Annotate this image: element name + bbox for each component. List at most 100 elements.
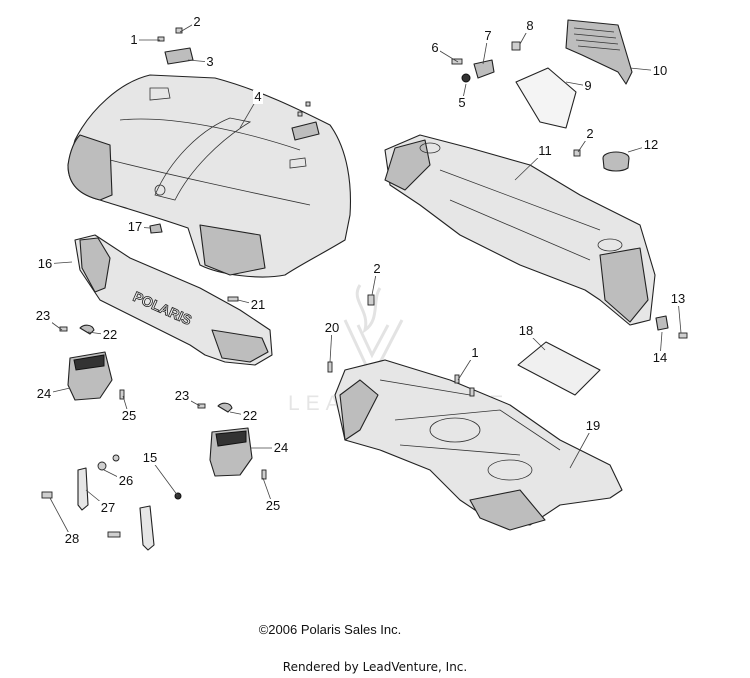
callout-number: 25 xyxy=(122,408,136,423)
callout-number: 6 xyxy=(431,40,438,55)
callout-number: 19 xyxy=(586,418,600,433)
callout-label-bg xyxy=(101,328,119,342)
callout-label-bg xyxy=(141,451,159,465)
callout-23: 23 xyxy=(173,388,201,407)
callout-4: 4 xyxy=(239,89,263,129)
bolt-part-28 xyxy=(41,491,121,538)
callout-5: 5 xyxy=(457,83,467,110)
callout-label-bg xyxy=(642,138,660,152)
nut-part-5 xyxy=(461,73,471,83)
rendered-by-notice: Rendered by LeadVenture, Inc. xyxy=(282,660,468,674)
callout-label-bg xyxy=(272,441,290,455)
bracket-part-7 xyxy=(473,59,495,79)
callout-number: 28 xyxy=(65,531,79,546)
grommet-part-14 xyxy=(655,315,669,331)
callout-2: 2 xyxy=(371,261,382,296)
screw-part-25b xyxy=(261,469,267,480)
callout-24: 24 xyxy=(35,386,71,401)
washer-part-26 xyxy=(97,461,107,471)
callout-label-bg xyxy=(126,220,144,234)
callout-number: 25 xyxy=(266,498,280,513)
callout-7: 7 xyxy=(482,28,493,65)
clip-part-22 xyxy=(79,324,95,335)
callout-label-bg xyxy=(99,501,117,515)
headlight-part-24 xyxy=(67,351,253,477)
screw-part-23b xyxy=(197,403,206,409)
screw-part-2c xyxy=(367,294,375,306)
callout-1: 1 xyxy=(129,32,160,47)
callout-label-bg xyxy=(173,389,191,403)
callout-number: 21 xyxy=(251,297,265,312)
callout-15: 15 xyxy=(141,450,179,497)
callout-label-bg xyxy=(253,90,263,104)
callout-number: 23 xyxy=(36,308,50,323)
callout-number: 27 xyxy=(101,500,115,515)
callout-label-bg xyxy=(249,298,267,312)
callout-number: 9 xyxy=(584,78,591,93)
callout-label-bg xyxy=(430,41,440,55)
callout-27: 27 xyxy=(85,489,117,515)
callout-label-bg xyxy=(585,127,595,141)
screw-part-2b xyxy=(573,149,581,157)
callout-label-bg xyxy=(35,387,53,401)
callout-label-bg xyxy=(117,474,135,488)
callout-number: 20 xyxy=(325,320,339,335)
callout-25: 25 xyxy=(120,395,138,423)
callout-number: 16 xyxy=(38,256,52,271)
callout-14: 14 xyxy=(651,331,669,365)
callout-number: 13 xyxy=(671,291,685,306)
callout-label-bg xyxy=(323,321,341,335)
clip-part-22b xyxy=(217,402,233,413)
front-fascia-part-16: POLARIS xyxy=(74,234,273,366)
callout-1: 1 xyxy=(457,345,480,381)
callout-label-bg xyxy=(120,409,138,423)
callout-label-bg xyxy=(651,64,669,78)
callout-label-bg xyxy=(669,292,687,306)
gasket-part-9 xyxy=(515,67,577,129)
callout-number: 8 xyxy=(526,18,533,33)
callout-2: 2 xyxy=(577,126,595,153)
vent-cover-part-10 xyxy=(565,19,633,85)
callout-label-bg xyxy=(470,346,480,360)
screw-part-21 xyxy=(227,296,239,302)
callout-28: 28 xyxy=(49,497,81,546)
callout-label-bg xyxy=(372,262,382,276)
callout-12: 12 xyxy=(627,137,660,153)
callout-number: 3 xyxy=(206,54,213,69)
callout-label-bg xyxy=(583,79,593,93)
screw-part-25 xyxy=(119,389,125,400)
hood-part-4 xyxy=(67,74,351,278)
callout-number: 15 xyxy=(143,450,157,465)
callout-number: 14 xyxy=(653,350,667,365)
callout-9: 9 xyxy=(565,78,593,93)
callout-20: 20 xyxy=(323,320,341,363)
callout-number: 2 xyxy=(193,14,200,29)
callout-number: 2 xyxy=(586,126,593,141)
callout-label-bg xyxy=(517,324,535,338)
callout-number: 7 xyxy=(484,28,491,43)
cap-part-12 xyxy=(602,151,630,172)
callout-number: 1 xyxy=(471,345,478,360)
callout-label-bg xyxy=(241,409,259,423)
callout-22: 22 xyxy=(87,327,119,342)
callout-number: 22 xyxy=(243,408,257,423)
callout-label-bg xyxy=(63,532,81,546)
callout-number: 1 xyxy=(130,32,137,47)
callout-11: 11 xyxy=(514,143,554,181)
clip-part-17 xyxy=(149,223,163,234)
callout-label-bg xyxy=(584,419,602,433)
callout-number: 5 xyxy=(458,95,465,110)
callout-17: 17 xyxy=(126,219,151,234)
callout-21: 21 xyxy=(237,297,267,312)
callout-number: 23 xyxy=(175,388,189,403)
screw-part-8 xyxy=(511,41,521,51)
callout-6: 6 xyxy=(430,40,459,63)
callout-23: 23 xyxy=(34,308,63,331)
callout-label-bg xyxy=(651,351,669,365)
callout-label-bg xyxy=(525,19,535,33)
callout-number: 10 xyxy=(653,63,667,78)
callout-number: 26 xyxy=(119,473,133,488)
bracket-part-27 xyxy=(77,467,155,551)
